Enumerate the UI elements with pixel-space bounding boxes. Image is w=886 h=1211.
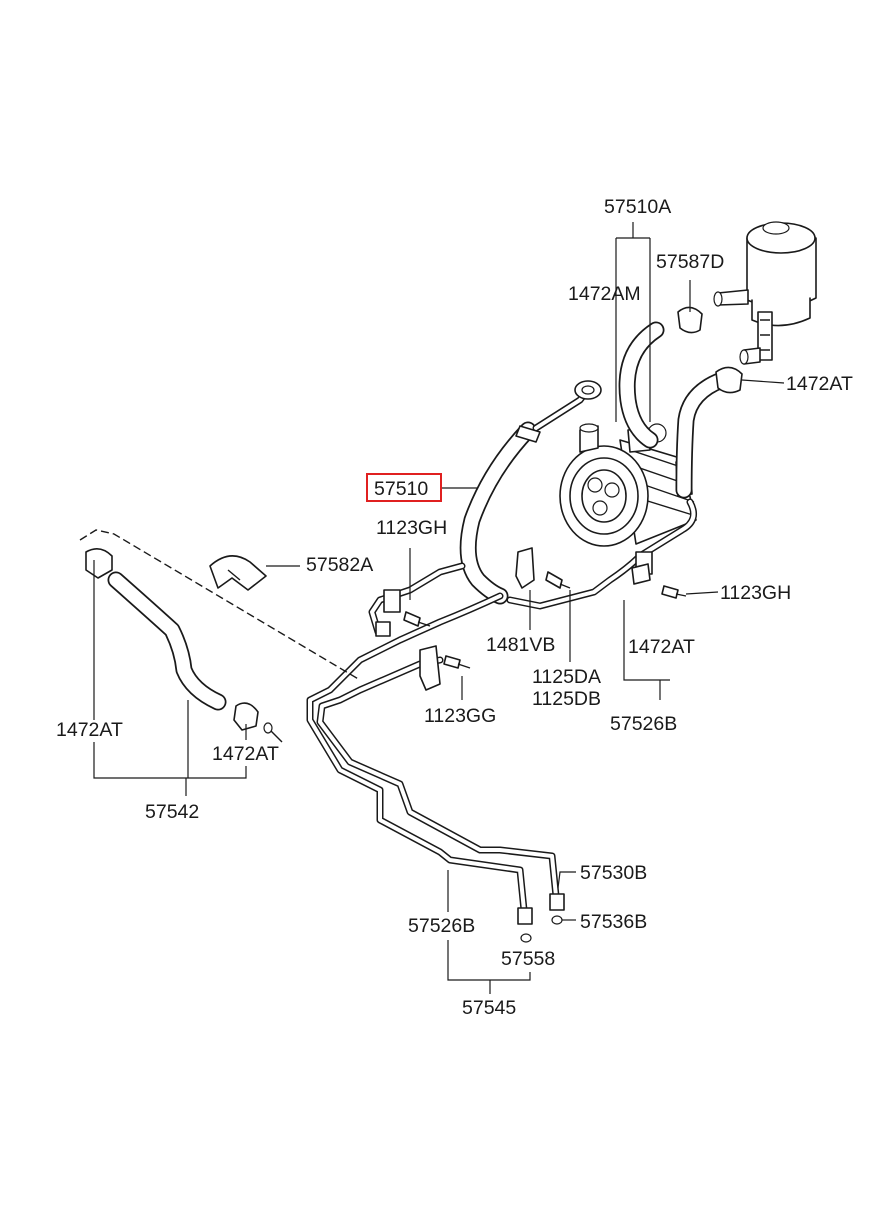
label-57526B-top[interactable]: 57526B bbox=[610, 713, 677, 735]
label-57530B[interactable]: 57530B bbox=[580, 862, 647, 884]
leader-lines bbox=[93, 222, 785, 994]
part-labels: 57510A 57587D 1472AM 1472AT 57510 1123GH… bbox=[56, 196, 853, 1019]
label-1472AT-clamp[interactable]: 1472AT bbox=[212, 743, 279, 765]
return-pipe-57526B-upper bbox=[506, 498, 698, 610]
label-57545[interactable]: 57545 bbox=[462, 997, 516, 1019]
label-1123GH-b[interactable]: 1123GH bbox=[720, 582, 791, 604]
label-57582A[interactable]: 57582A bbox=[306, 554, 373, 576]
label-1125DA[interactable]: 1125DA bbox=[532, 666, 601, 688]
label-1472AT-top[interactable]: 1472AT bbox=[786, 373, 853, 395]
label-57510A[interactable]: 57510A bbox=[604, 196, 671, 218]
brackets-and-bolts bbox=[209, 547, 687, 691]
label-1125DB[interactable]: 1125DB bbox=[532, 688, 601, 710]
pressure-hose-57510 bbox=[459, 380, 602, 605]
label-1472AT-left[interactable]: 1472AT bbox=[56, 719, 123, 741]
pointer-line bbox=[79, 529, 361, 681]
highlight-box-57510 bbox=[366, 473, 442, 502]
label-1123GG[interactable]: 1123GG bbox=[424, 705, 496, 727]
label-57510[interactable]: 57510 bbox=[374, 478, 428, 500]
label-1472AT-mid[interactable]: 1472AT bbox=[628, 636, 695, 658]
cooler-hose-57542 bbox=[85, 548, 283, 743]
label-1123GH-a[interactable]: 1123GH bbox=[376, 517, 447, 539]
label-57542[interactable]: 57542 bbox=[145, 801, 199, 823]
label-57526B-bot[interactable]: 57526B bbox=[408, 915, 475, 937]
label-57536B[interactable]: 57536B bbox=[580, 911, 647, 933]
suction-hose bbox=[618, 306, 743, 499]
label-1481VB[interactable]: 1481VB bbox=[486, 634, 555, 656]
steering-tubes bbox=[306, 562, 565, 943]
label-57558[interactable]: 57558 bbox=[501, 948, 555, 970]
label-57587D[interactable]: 57587D bbox=[656, 251, 724, 273]
label-1472AM[interactable]: 1472AM bbox=[568, 283, 641, 305]
reservoir bbox=[713, 221, 817, 365]
